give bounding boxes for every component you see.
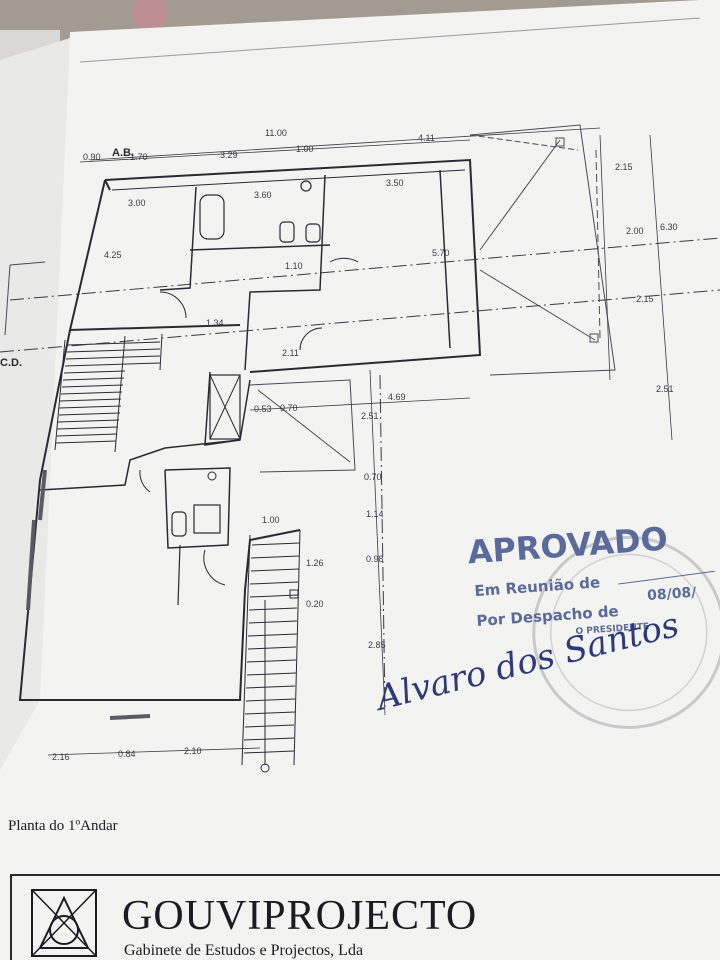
dim-right-1: 2.00 xyxy=(626,226,644,236)
dim-int-0: 3.00 xyxy=(128,198,146,208)
dim-int-7: 2.11 xyxy=(282,348,299,358)
floor-plan xyxy=(0,124,720,773)
dim-int-4: 1.10 xyxy=(285,261,303,271)
dim-right-2: 6.30 xyxy=(660,222,678,232)
dim-top-5: 4.11 xyxy=(418,133,435,143)
dim-top-0: 0.90 xyxy=(83,152,101,162)
dim-int-11: 1.00 xyxy=(262,515,280,525)
dim-top-3: 3.29 xyxy=(220,150,238,160)
dim-int-2: 3.50 xyxy=(386,178,404,188)
dim-bottom-1: 0.84 xyxy=(118,749,136,759)
dim-top-1: 1.70 xyxy=(130,152,148,162)
dim-top-2: 11.00 xyxy=(265,128,287,138)
dimension-labels: 0.90 1.70 11.00 3.29 1.00 4.11 3.00 3.60… xyxy=(0,128,678,762)
dim-bottom-0: 2.16 xyxy=(52,752,70,762)
dim-top-4: 1.00 xyxy=(296,144,314,154)
dim-vert-4: 2.85 xyxy=(368,640,386,650)
stamp-date: 08/08/ xyxy=(647,585,698,604)
company-logo-icon xyxy=(31,889,97,957)
dimension-lines xyxy=(47,127,673,756)
dim-right-3: 2.15 xyxy=(636,294,654,304)
dim-int-12: 1.26 xyxy=(306,558,324,568)
dim-vert-1: 0.70 xyxy=(364,472,382,482)
company-name: GOUVIPROJECTO xyxy=(122,893,478,939)
dim-int-8: 0.53 xyxy=(254,404,272,414)
dim-vert-2: 1.14 xyxy=(366,509,384,519)
dim-vert-0: 2.51 xyxy=(361,411,379,421)
dim-right-4: 2.51 xyxy=(656,384,674,394)
section-label-cd: C.D. xyxy=(0,357,22,369)
dim-right-0: 2.15 xyxy=(615,162,633,172)
dim-int-1: 3.60 xyxy=(254,190,272,200)
dim-int-5: 5.70 xyxy=(432,248,450,258)
title-block: GOUVIPROJECTO Gabinete de Estudos e Proj… xyxy=(10,874,720,960)
dim-int-3: 4.25 xyxy=(104,250,122,260)
dim-int-13: 0.20 xyxy=(306,599,324,609)
dim-int-9: 0.70 xyxy=(280,403,298,413)
dim-int-10: 4.69 xyxy=(388,392,406,402)
dim-int-6: 1.34 xyxy=(206,318,224,328)
dim-vert-3: 0.98 xyxy=(366,554,384,564)
company-subtitle: Gabinete de Estudos e Projectos, Lda xyxy=(124,942,364,959)
dim-bottom-2: 2.10 xyxy=(184,746,202,756)
plan-title: Planta do 1ºAndar xyxy=(8,818,118,834)
section-label-ab: A.B. xyxy=(112,147,134,159)
